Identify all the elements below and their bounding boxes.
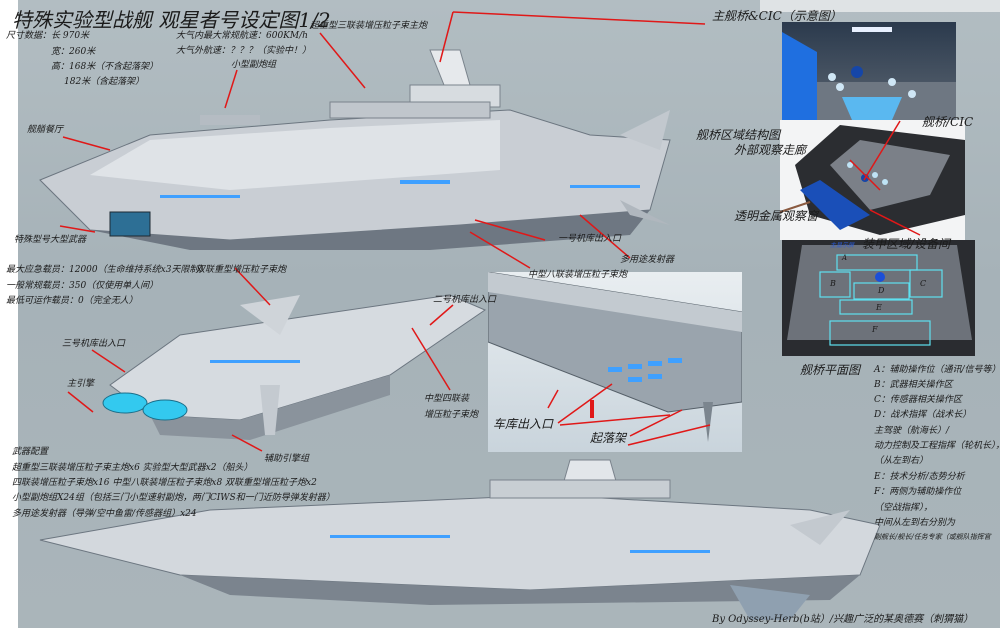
page-title: 特殊实验型战舰 观星者号设定图1/2 (12, 8, 331, 32)
bridge-plan-image: A B C D E F 主显示屏 (782, 240, 975, 356)
dimension-height-gear: 182米（含起落架） (64, 77, 145, 87)
callout-quad-gun-2: 增压粒子束炮 (424, 410, 479, 420)
bridge-window-label: 透明金属观察窗 (734, 209, 819, 223)
bridge-cic-label: 舰桥/CIC (922, 115, 974, 129)
zone-label-a: A (842, 254, 848, 262)
callout-octo-gun: 中型八联装增压粒子束炮 (528, 270, 628, 280)
callout-bridge-cic: 主舰桥&CIC（示意图） (712, 9, 842, 23)
callout-quad-gun-1: 中型四联装 (424, 394, 470, 404)
legend-item: D：战术指挥（战术长） (874, 410, 972, 420)
bridge-armor-label: 装甲区域/设备间 (862, 237, 951, 251)
callout-landing-gear: 起落架 (590, 431, 627, 445)
legend-item: C：传感器相关操作区 (874, 395, 962, 405)
callout-hangar2: 二号机库出入口 (433, 295, 497, 305)
callout-canteen: 舰艏餐厅 (27, 125, 64, 135)
crew-max: 最大应急载员：12000（生命维持系统x3天限制） (6, 265, 208, 275)
zone-label-b: B (830, 279, 836, 288)
top-strip (760, 0, 1000, 12)
legend-item: 主驾驶（航海长）/ (874, 426, 950, 436)
callout-aux-engine: 辅助引擎组 (264, 454, 310, 464)
legend-item: A：辅助操作位（通讯/信号等） (874, 365, 1000, 375)
legend-item: （空战指挥）， (874, 503, 933, 513)
dimension-height: 高：168米（不含起落架） (51, 62, 159, 72)
weapons-heading: 武器配置 (12, 447, 49, 457)
zone-label-f: F (872, 325, 878, 334)
bridge-corridor-label: 外部观察走廊 (734, 143, 807, 157)
legend-item: （从左到右） (874, 456, 929, 466)
legend-item: E：技术分析/态势分析 (874, 472, 965, 482)
space-speed: 大气外航速：？？？（实验中！） (176, 46, 312, 56)
credit: By Odyssey-Herb(b站）/兴趣广泛的某奥德赛（刺猬猫） (712, 614, 974, 625)
weapons-line: 超重型三联装增压粒子束主炮x6 实验型大型武器x2（船头） (12, 463, 253, 473)
callout-launcher: 多用途发射器 (620, 255, 675, 265)
zone-label-d: D (878, 286, 885, 295)
callout-main-gun: 超重型三联装增压粒子束主炮 (310, 21, 428, 31)
atmo-speed: 大气内最大常规航速：600KM/h (176, 31, 308, 41)
callout-main-engine: 主引擎 (67, 379, 95, 389)
crew-normal: 一般常规载员：350（仅使用单人间） (6, 281, 159, 291)
bridge-plan-title: 舰桥平面图 (800, 363, 861, 377)
ship-side-view-bottom (39, 459, 881, 620)
zone-label-c: C (920, 279, 927, 288)
weapons-line: 多用途发射器（导弹/空中鱼雷/传感器组）x24 (12, 509, 197, 519)
legend-item: 动力控制及工程指挥（轮机长）， (874, 441, 1000, 451)
bridge-render-image (782, 22, 956, 120)
main-display-label: 主显示屏 (830, 242, 855, 249)
weapons-line: 小型副炮组X24组（包括三门小型速射副炮，两门CIWS和一门近防导弹发射器） (12, 493, 335, 503)
weapons-line: 四联装增压粒子束炮x16 中型八联装增压粒子束炮x8 双联重型增压粒子炮x2 (12, 478, 317, 488)
legend-item: B：武器相关操作区 (874, 380, 953, 390)
callout-hangar3: 三号机库出入口 (62, 339, 126, 349)
dimension-length: 尺寸数据：长 970米 (6, 31, 90, 41)
legend-item: 副舰长/舰长/任务专家（或舰队指挥官 (874, 533, 991, 541)
ship-rear-view (102, 294, 487, 440)
legend-item: F：两侧为辅助操作位 (874, 487, 962, 497)
callout-special-weapon: 特殊型号大型武器 (14, 235, 87, 245)
crew-min: 最低可运作载员：0（完全无人） (6, 296, 138, 306)
dimension-width: 宽：260米 (51, 47, 96, 57)
zone-a (836, 254, 918, 271)
bridge-structure-title: 舰桥区域结构图 (696, 128, 781, 142)
callout-hangar1: 一号机库出入口 (558, 234, 622, 244)
callout-garage: 车库出入口 (493, 417, 554, 431)
ship-side-view-top (39, 49, 671, 250)
callout-twin-heavy: 双联重型增压粒子束炮 (196, 265, 287, 275)
legend-item: 中间从左到右分别为 (874, 518, 956, 528)
callout-small-guns: 小型副炮组 (231, 60, 277, 70)
left-margin (0, 0, 18, 628)
zone-label-e: E (876, 303, 882, 312)
